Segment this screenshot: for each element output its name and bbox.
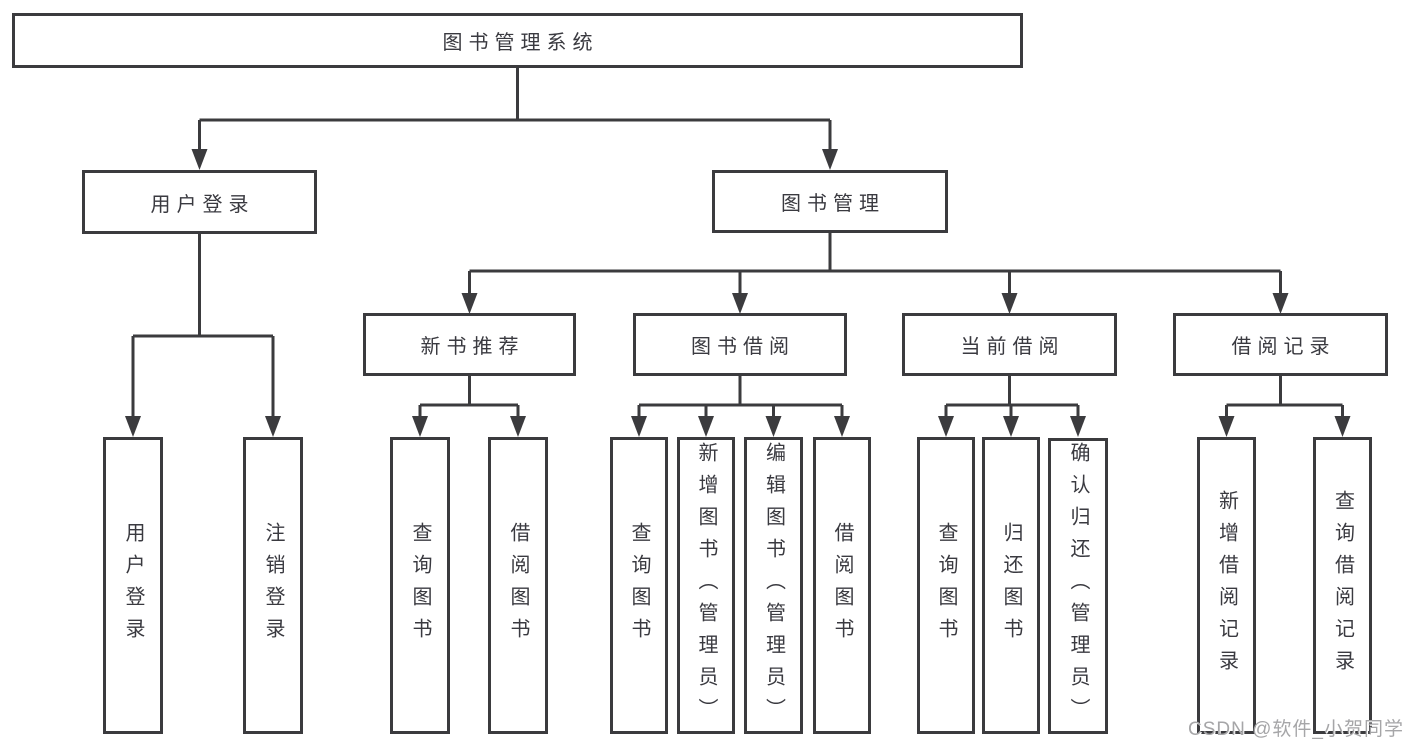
leaf-return-books: 归还图书 [982,437,1040,734]
node-user-login: 用户登录 [82,170,317,234]
leaf-borrow-books-recommend: 借阅图书 [488,437,548,734]
leaf-query-books-current: 查询图书 [917,437,975,734]
leaf-query-books-borrowing: 查询图书 [610,437,668,734]
node-new-book-recommendation: 新书推荐 [363,313,576,376]
node-book-borrowing: 图书借阅 [633,313,847,376]
leaf-user-login: 用户登录 [103,437,163,734]
node-book-management: 图书管理 [712,170,948,233]
leaf-add-borrow-record: 新增借阅记录 [1197,437,1256,734]
node-library-management-system: 图书管理系统 [12,13,1023,68]
leaf-borrow-books-borrowing: 借阅图书 [813,437,871,734]
leaf-query-books-recommend: 查询图书 [390,437,450,734]
leaf-logout: 注销登录 [243,437,303,734]
node-current-borrowing: 当前借阅 [902,313,1117,376]
leaf-add-book-admin: 新增图书（管理员） [677,437,735,734]
leaf-query-borrow-record: 查询借阅记录 [1313,437,1372,734]
leaf-confirm-return-admin: 确认归还（管理员） [1048,438,1108,734]
leaf-edit-book-admin: 编辑图书（管理员） [744,437,803,734]
node-borrowing-records: 借阅记录 [1173,313,1388,376]
csdn-watermark: CSDN @软件_小贺同学 [1188,719,1404,740]
